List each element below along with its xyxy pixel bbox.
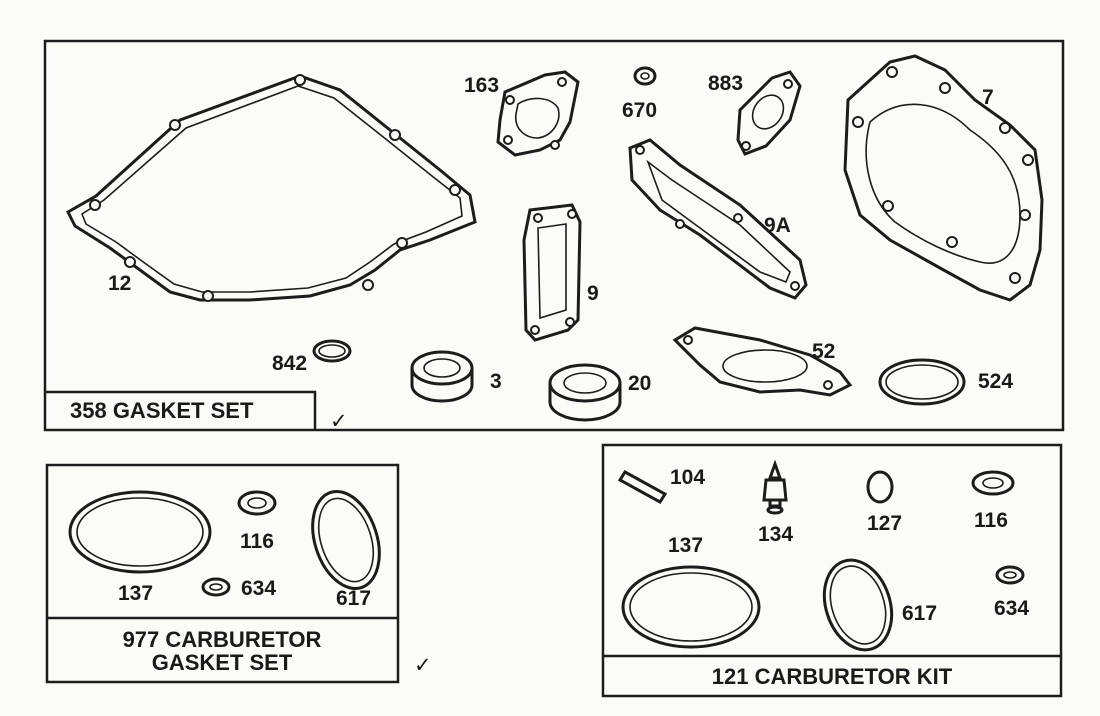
part-104-pin: 104 <box>617 466 705 504</box>
part-137-oring-kit: 137 <box>621 534 761 649</box>
carb-gasket-set-checkmark: ✓ <box>414 654 432 677</box>
gasket-set-frame <box>43 39 1065 432</box>
label-617: 617 <box>336 587 371 610</box>
part-9a-gasket: 9A <box>628 138 808 300</box>
label-634: 634 <box>241 577 276 600</box>
label-7: 7 <box>982 86 994 109</box>
label-12: 12 <box>108 272 131 295</box>
label-3: 3 <box>490 370 502 393</box>
carb-kit-title: 121 CARBURETOR KIT <box>712 664 953 689</box>
label-670: 670 <box>622 99 657 122</box>
carb-kit-panel: 121 CARBURETOR KIT 104 134 127 116 137 <box>601 443 1063 698</box>
part-163-gasket: 163 <box>464 70 580 157</box>
label-137: 137 <box>118 582 153 605</box>
label-9a: 9A <box>764 214 791 237</box>
label-842: 842 <box>272 352 307 375</box>
label-634-kit: 634 <box>994 597 1029 620</box>
part-634-washer-kit: 634 <box>994 565 1029 620</box>
label-52: 52 <box>812 340 835 363</box>
part-7-head-gasket: 7 <box>843 54 1044 302</box>
gasket-set-checkmark: ✓ <box>330 410 348 433</box>
part-20-oil-seal: 20 <box>548 363 651 422</box>
part-116-washer: 116 <box>237 490 277 553</box>
label-104: 104 <box>670 466 705 489</box>
carb-gasket-set-title-line2: GASKET SET <box>152 650 293 675</box>
part-670-washer: 670 <box>622 66 657 122</box>
label-617-kit: 617 <box>902 602 937 625</box>
label-163: 163 <box>464 74 499 97</box>
label-524: 524 <box>978 370 1013 393</box>
part-127-plug: 127 <box>866 470 902 535</box>
part-137-oring: 137 <box>68 490 212 605</box>
carb-gasket-set-panel: 977 CARBURETOR GASKET SET ✓ 137 116 617 … <box>45 463 432 684</box>
part-617-oring-kit: 617 <box>822 558 937 652</box>
label-9: 9 <box>587 282 599 305</box>
label-116-kit: 116 <box>974 509 1008 532</box>
label-137-kit: 137 <box>668 534 703 557</box>
part-9-gasket: 9 <box>522 203 599 342</box>
part-52-gasket: 52 <box>672 326 853 397</box>
label-20: 20 <box>628 372 651 395</box>
label-116: 116 <box>240 530 274 553</box>
part-617-oring: 617 <box>311 489 381 610</box>
part-524-oring: 524 <box>878 358 1013 406</box>
part-12-crankcase-gasket: 12 <box>66 74 477 302</box>
part-883-gasket: 883 <box>708 70 802 156</box>
carb-kit-frame <box>601 443 1063 698</box>
part-634-washer: 634 <box>201 577 276 600</box>
carb-gasket-set-frame <box>45 463 400 684</box>
part-3-oil-seal: 3 <box>410 350 502 403</box>
gasket-set-title-box <box>45 390 317 430</box>
part-134-needle-valve: 134 <box>758 459 793 546</box>
label-134: 134 <box>758 523 793 546</box>
label-883: 883 <box>708 72 743 95</box>
gasket-set-title: 358 GASKET SET <box>70 398 254 423</box>
carb-gasket-set-title-line1: 977 CARBURETOR <box>123 627 322 652</box>
gasket-set-panel: 358 GASKET SET ✓ 12 163 <box>43 39 1065 433</box>
part-116-washer-kit: 116 <box>971 470 1015 532</box>
label-127: 127 <box>867 512 902 535</box>
part-842-oring: 842 <box>272 339 352 375</box>
